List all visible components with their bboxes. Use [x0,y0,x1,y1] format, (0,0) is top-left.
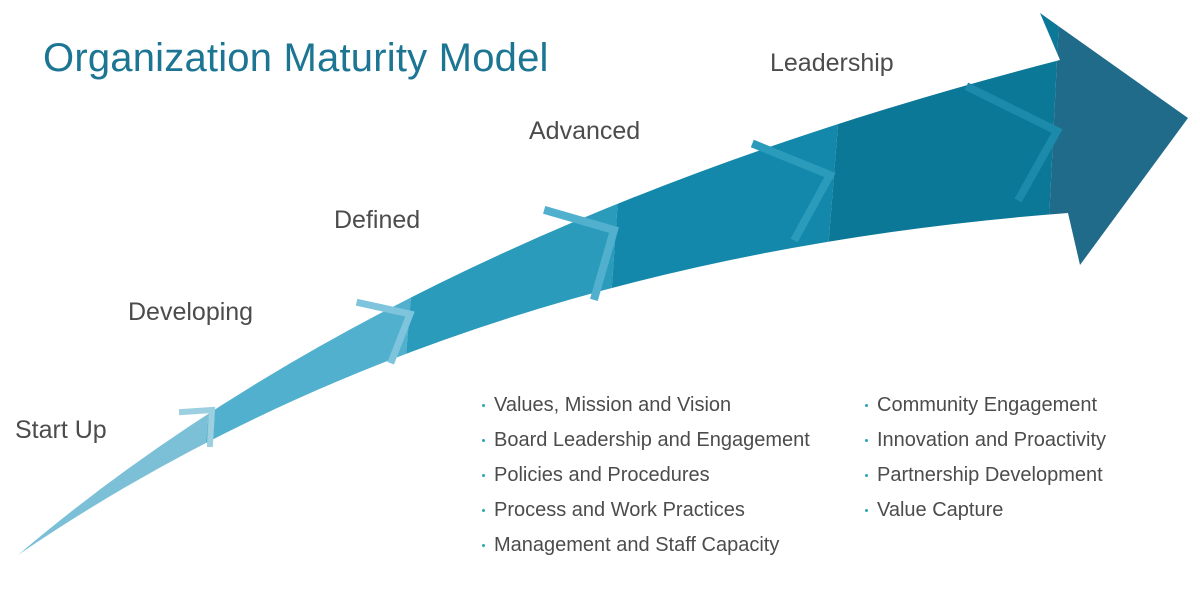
chevron-icon [178,406,216,448]
list-item: Management and Staff Capacity [482,533,810,568]
list-item: Innovation and Proactivity [865,428,1106,463]
stage-label-defined: Defined [334,206,421,234]
bullet-icon [865,474,868,477]
list-item-label: Policies and Procedures [494,464,710,486]
list-item-label: Innovation and Proactivity [877,429,1107,451]
list-item-label: Management and Staff Capacity [494,534,780,556]
chevron-icon [964,82,1063,203]
bullet-icon [482,544,485,547]
list-item-label: Values, Mission and Vision [494,394,732,416]
stage-label-developing: Developing [128,298,254,326]
bullet-icon [482,509,485,512]
chevron-icon [543,206,619,301]
bullet-icon [482,404,485,407]
list-item-label: Board Leadership and Engagement [494,429,810,451]
bullet-icon [865,439,868,442]
list-item: Process and Work Practices [482,498,810,533]
bullet-icon [865,404,868,407]
chevron-icon [355,298,415,365]
focus-areas-right-list: Community Engagement Innovation and Proa… [865,393,1106,533]
list-item: Values, Mission and Vision [482,393,810,428]
list-item: Partnership Development [865,463,1106,498]
list-item-label: Process and Work Practices [494,499,745,521]
stage-label-advanced: Advanced [529,117,641,145]
list-item-label: Partnership Development [877,464,1103,486]
bullet-icon [482,439,485,442]
focus-areas-left-list: Values, Mission and Vision Board Leaders… [482,393,810,568]
bullet-icon [482,474,485,477]
list-item: Community Engagement [865,393,1106,428]
list-item: Policies and Procedures [482,463,810,498]
list-item-label: Value Capture [877,499,1004,521]
stage-label-leadership: Leadership [770,49,894,77]
list-item-label: Community Engagement [877,394,1098,416]
list-item: Value Capture [865,498,1106,533]
arrow-segment-start-up [18,300,220,555]
bullet-icon [865,509,868,512]
page-title: Organization Maturity Model [43,36,549,80]
stage-label-start-up: Start Up [15,416,107,444]
chevron-icon [750,139,836,243]
list-item: Board Leadership and Engagement [482,428,810,463]
